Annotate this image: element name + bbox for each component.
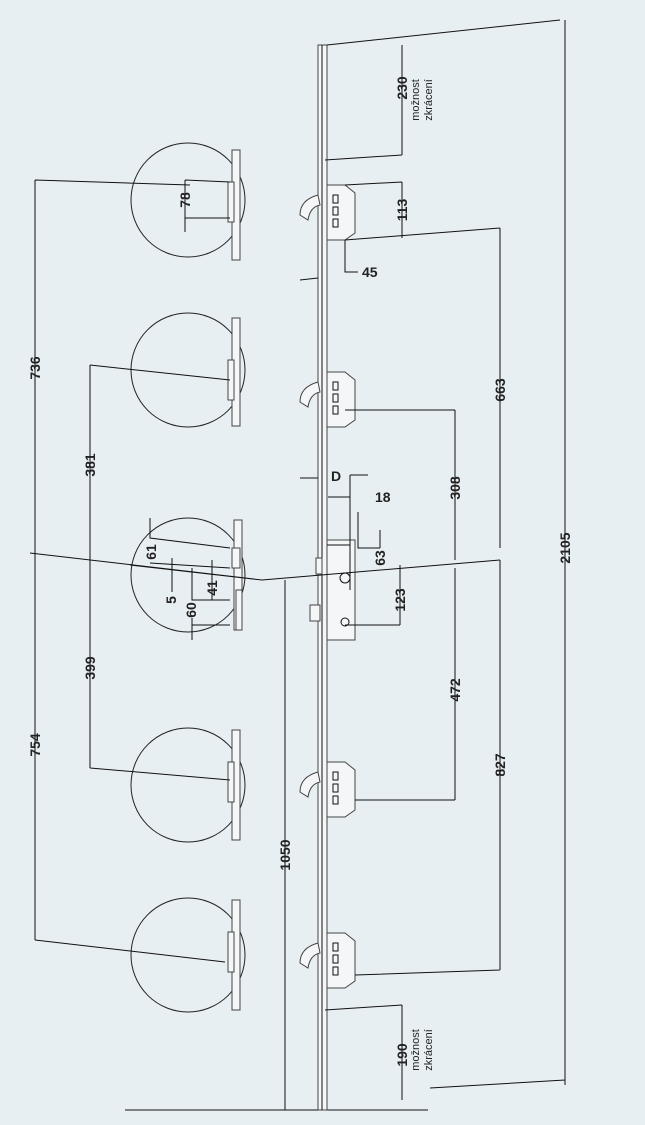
note-top-2: zkrácení	[423, 79, 435, 121]
note-bottom-2: zkrácení	[423, 1029, 435, 1071]
dim-381: 381	[82, 453, 98, 477]
dim-78: 78	[177, 192, 193, 208]
dim-41: 41	[204, 580, 220, 596]
dim-472: 472	[447, 678, 463, 702]
note-top-1: možnost	[410, 79, 422, 121]
detail-circles	[130, 142, 246, 1013]
dim-63: 63	[372, 550, 388, 566]
dim-5: 5	[163, 596, 179, 604]
dim-827: 827	[492, 753, 508, 777]
hook-modules	[299, 184, 356, 989]
dim-663: 663	[492, 378, 508, 402]
dim-230: 230	[394, 76, 410, 100]
dim-399: 399	[82, 656, 98, 680]
dim-736: 736	[27, 356, 43, 380]
dim-45: 45	[362, 264, 378, 280]
dimension-lines	[29, 19, 566, 1110]
dim-2105: 2105	[557, 532, 573, 563]
dim-123: 123	[392, 588, 408, 612]
dim-308: 308	[447, 476, 463, 500]
note-bottom-1: možnost	[410, 1029, 422, 1071]
dim-backset-d: D	[331, 468, 341, 484]
dim-754: 754	[27, 733, 43, 757]
dim-60: 60	[183, 602, 199, 618]
dim-1050: 1050	[277, 839, 293, 870]
dim-113: 113	[394, 198, 410, 221]
dim-190: 190	[394, 1043, 410, 1067]
dim-61: 61	[143, 544, 159, 560]
dim-18: 18	[375, 489, 391, 505]
